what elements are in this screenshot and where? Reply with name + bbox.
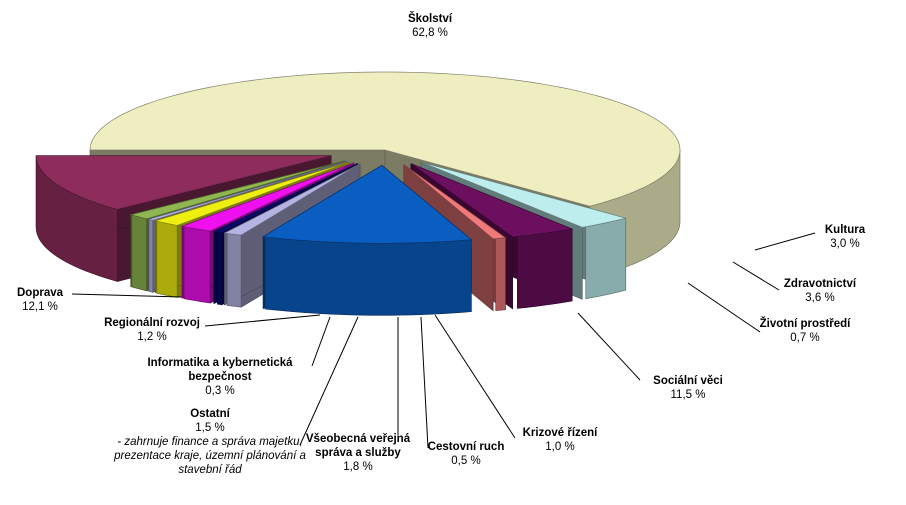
slice-label-value: 0,5 % — [451, 455, 480, 467]
leader-line — [434, 314, 516, 439]
slice-label-value: 62,8 % — [412, 27, 448, 39]
slice-label-value: 1,5 % — [195, 422, 224, 434]
slice-outer-wall — [131, 214, 147, 292]
leader-lines — [71, 232, 816, 449]
slice-label-name: Cestovní ruch — [428, 441, 505, 453]
slice-label-value: 12,1 % — [22, 301, 58, 313]
slice-top-face — [212, 163, 358, 234]
slice-label-note: prezentace kraje, územní plánování a — [113, 450, 306, 462]
slice-outer-wall — [148, 219, 154, 293]
slice-label-name: správa a služby — [315, 447, 401, 459]
slice-label-value: 0,3 % — [205, 385, 234, 397]
leader-line — [420, 316, 429, 449]
slice-4 — [261, 164, 473, 316]
slice-label-name: Doprava — [17, 287, 64, 299]
leader-line — [311, 316, 331, 367]
slice-top-face — [129, 160, 345, 220]
slice-label-name: Kultura — [825, 224, 866, 236]
slice-outer-wall — [495, 237, 506, 311]
slice-top-face — [261, 164, 473, 244]
slice-label-name: Regionální rozvoj — [104, 317, 200, 329]
slice-label-note: stavební řád — [178, 464, 242, 476]
slice-top-face — [420, 161, 628, 228]
slice-label-name: bezpečnost — [188, 371, 251, 383]
pie-slices — [35, 71, 681, 316]
slice-label-name: Sociální věci — [653, 375, 723, 387]
slice-label-name: Krizové řízení — [523, 427, 599, 439]
leader-line — [299, 316, 359, 446]
slice-top-face — [153, 161, 350, 226]
leader-line — [687, 282, 761, 333]
leader-line — [577, 312, 641, 381]
slice-label-name: Všeobecná veřejná — [306, 433, 411, 445]
slice-label-name: Ostatní — [190, 408, 230, 420]
data-labels: Školství 62,8 % Kultura 3,0 % Zdravotnictví 3… — [17, 12, 866, 476]
slice-outer-wall — [156, 220, 178, 298]
leader-line — [754, 232, 816, 251]
slice-label-value: 1,8 % — [343, 461, 372, 473]
slice-outer-wall — [183, 226, 211, 304]
slice-outer-wall — [226, 233, 242, 308]
slice-label-value: 11,5 % — [671, 389, 706, 401]
slice-top-face — [147, 161, 347, 221]
slice-label-name: Informatika a kybernetická — [147, 357, 293, 369]
slice-top-face — [180, 162, 355, 232]
slice-top-face — [403, 164, 507, 240]
slice-outer-wall — [264, 236, 472, 316]
slice-label-value: 3,6 % — [805, 292, 834, 304]
slice-label-value: 0,7 % — [790, 332, 819, 344]
slice-top-face — [223, 163, 361, 236]
slice-label-name: Zdravotnictví — [784, 278, 857, 290]
slice-outer-wall — [585, 217, 627, 300]
slice-label-name: Životní prostředí — [760, 317, 852, 330]
leader-line — [732, 261, 780, 291]
leader-line — [71, 293, 183, 298]
slice-top-face — [410, 163, 574, 238]
slice-outer-wall — [217, 231, 223, 306]
slice-top-face — [35, 155, 332, 210]
slice-label-value: 1,0 % — [545, 441, 574, 453]
leader-line — [204, 314, 321, 327]
slice-label-value: 3,0 % — [830, 238, 859, 250]
slice-top-face — [89, 71, 681, 207]
slice-label-value: 1,2 % — [137, 331, 166, 343]
slice-outer-wall — [517, 228, 573, 309]
slice-label-name: Školství — [408, 12, 453, 25]
slice-label-note: - zahrnuje finance a správa majetku, — [117, 436, 302, 448]
